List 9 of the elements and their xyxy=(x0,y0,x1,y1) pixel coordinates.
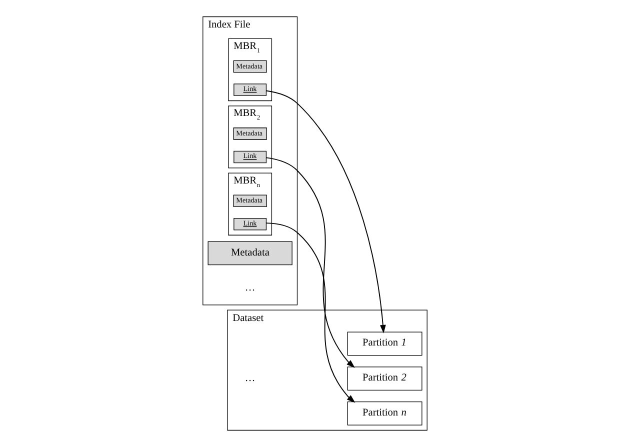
node-box: Metadata xyxy=(207,240,292,265)
label: … xyxy=(244,372,255,384)
arrow xyxy=(265,90,386,333)
arrow xyxy=(265,156,354,368)
node-box: Partition 1 xyxy=(346,331,422,356)
arrow xyxy=(265,222,355,402)
node-box: Partition n xyxy=(346,401,422,425)
node-box: Partition 2 xyxy=(346,366,422,390)
label: … xyxy=(244,282,255,294)
